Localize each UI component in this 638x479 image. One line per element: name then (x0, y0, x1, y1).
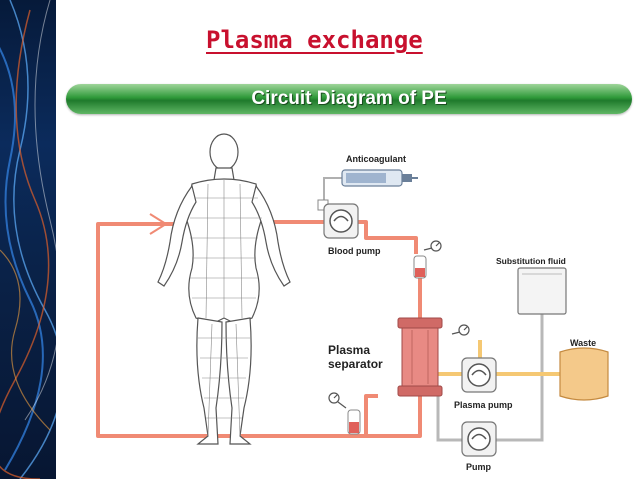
neck-shape (213, 167, 235, 181)
substitution-fluid-line (436, 314, 544, 442)
body-mesh-lines (190, 180, 262, 437)
decorative-side-strip (0, 0, 56, 479)
light-streaks-graphic (0, 0, 56, 479)
pump-label: Pump (466, 462, 492, 472)
right-arm-shape (251, 184, 291, 287)
anticoagulant-syringe (317, 169, 418, 211)
anticoagulant-label: Anticoagulant (346, 154, 406, 164)
plasma-lines (438, 340, 560, 376)
plasma-pump (461, 357, 497, 393)
diagram-title: Circuit Diagram of PE (251, 88, 447, 109)
anticoagulant-line (323, 177, 342, 204)
substitution-fluid-label: Substitution fluid (496, 256, 566, 266)
pressure-gauge-icon (451, 324, 470, 336)
plasma-separator-filter (397, 317, 443, 397)
plasma-separator-label-line2: separator (328, 357, 383, 371)
plasma-pump-label: Plasma pump (454, 400, 513, 410)
waste-bag (559, 347, 609, 401)
blood-pump-label: Blood pump (328, 246, 381, 256)
arrow-icon (149, 213, 168, 235)
drip-chamber-bottom (347, 409, 361, 435)
human-body-figure (157, 133, 291, 445)
head-shape (209, 133, 239, 171)
plasma-separator-label-line1: Plasma (328, 343, 370, 357)
right-leg-shape (225, 317, 252, 445)
left-arm-shape (157, 184, 197, 287)
substitution-pump (461, 421, 497, 457)
substitution-fluid-bag (517, 267, 567, 315)
plasma-exchange-circuit-diagram: Anticoagulant Blood pump Plasma separato… (96, 133, 609, 472)
slide-title: Plasma exchange (206, 26, 423, 54)
left-leg-shape (196, 317, 223, 445)
waste-label: Waste (570, 338, 596, 348)
blood-pump (323, 203, 359, 239)
pressure-gauge-icon (423, 240, 442, 252)
pressure-gauge-icon (328, 392, 347, 409)
diagram-title-banner: Circuit Diagram of PE (66, 84, 632, 114)
drip-chamber-top (413, 255, 427, 279)
